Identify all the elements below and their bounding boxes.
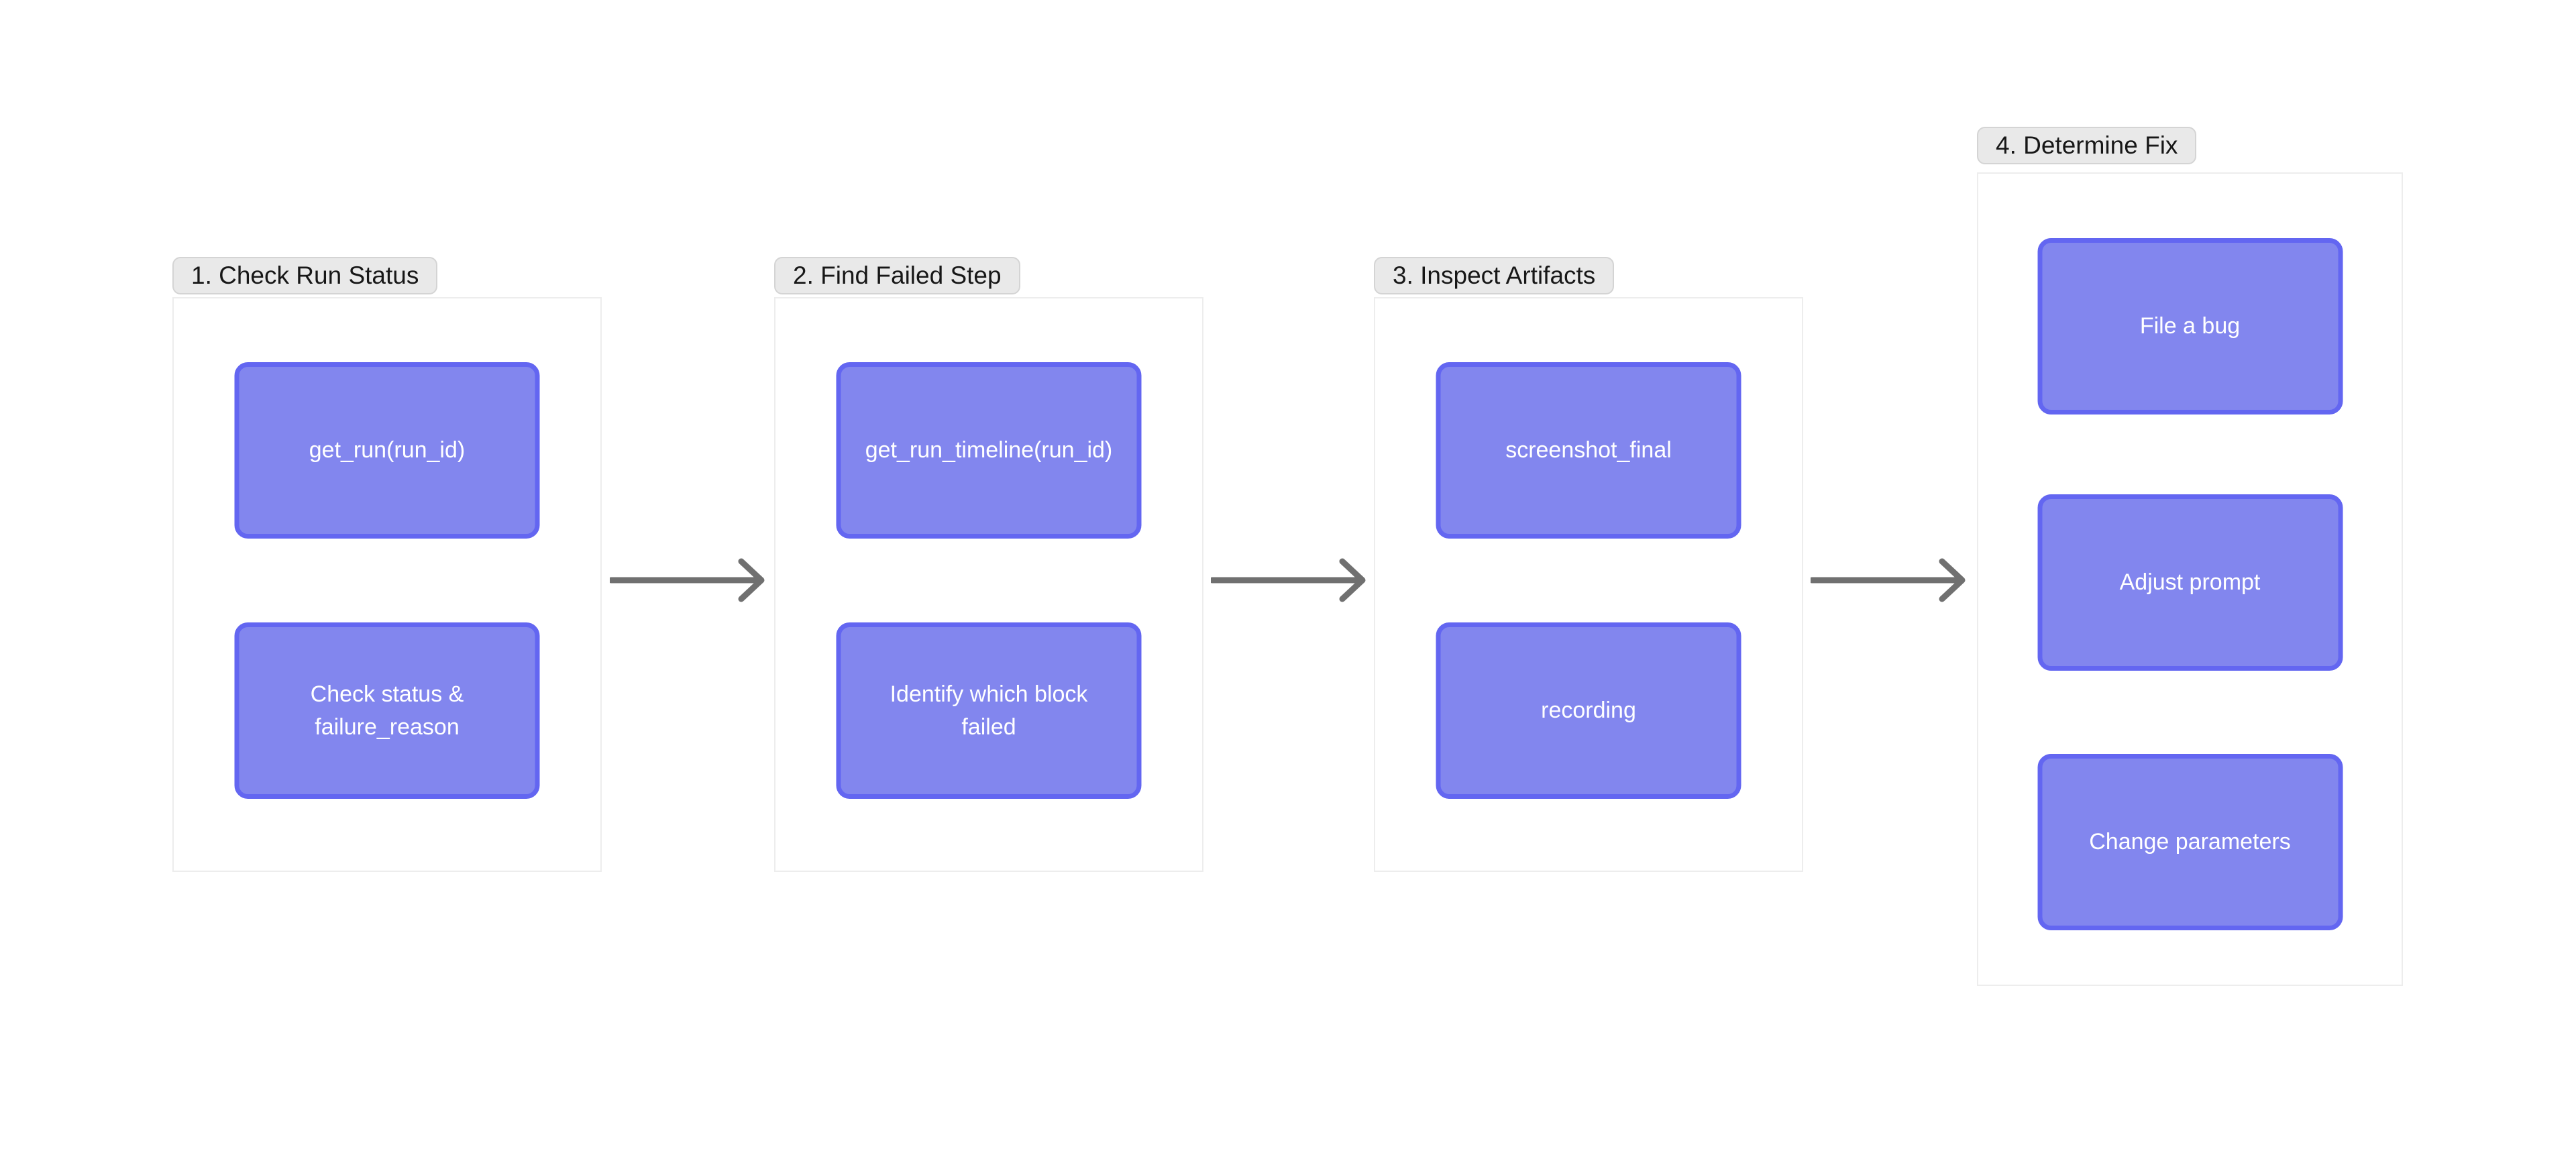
node-get-run[interactable]: get_run(run_id) [234,362,540,539]
node-label: Adjust prompt [2119,569,2261,596]
node-label: screenshot_final [1505,437,1672,463]
node-label: recording [1541,698,1636,724]
node-identify-which-block-failed[interactable]: Identify which block failed [836,622,1142,799]
group-container-find-failed-step: get_run_timeline(run_id) Identify which … [774,297,1203,872]
group-container-check-run-status: get_run(run_id) Check status & failure_r… [172,297,602,872]
node-label: get_run(run_id) [309,437,466,463]
group-label-check-run-status: 1. Check Run Status [172,257,438,294]
group-label-find-failed-step: 2. Find Failed Step [774,257,1020,294]
connector-arrow-2 [1209,557,1366,607]
arrow-right-icon [1809,558,1966,602]
node-label: Check status & failure_reason [310,681,464,740]
node-file-a-bug[interactable]: File a bug [2037,238,2343,415]
node-label: get_run_timeline(run_id) [865,437,1113,463]
node-label: Identify which block failed [890,681,1088,740]
node-label: File a bug [2139,313,2241,339]
group-label-determine-fix: 4. Determine Fix [1977,127,2197,164]
arrow-right-icon [608,558,765,602]
group-label-inspect-artifacts: 3. Inspect Artifacts [1374,257,1615,294]
node-change-parameters[interactable]: Change parameters [2037,754,2343,930]
node-recording[interactable]: recording [1436,622,1741,799]
node-screenshot-final[interactable]: screenshot_final [1436,362,1741,539]
node-get-run-timeline[interactable]: get_run_timeline(run_id) [836,362,1142,539]
connector-arrow-3 [1809,557,1966,607]
node-label: Change parameters [2089,829,2291,855]
node-adjust-prompt[interactable]: Adjust prompt [2037,494,2343,671]
group-container-determine-fix: File a bug Adjust prompt Change paramete… [1977,172,2403,986]
group-container-inspect-artifacts: screenshot_final recording [1374,297,1803,872]
node-check-status-failure-reason[interactable]: Check status & failure_reason [234,622,540,799]
connector-arrow-1 [608,557,765,607]
arrow-right-icon [1209,558,1366,602]
